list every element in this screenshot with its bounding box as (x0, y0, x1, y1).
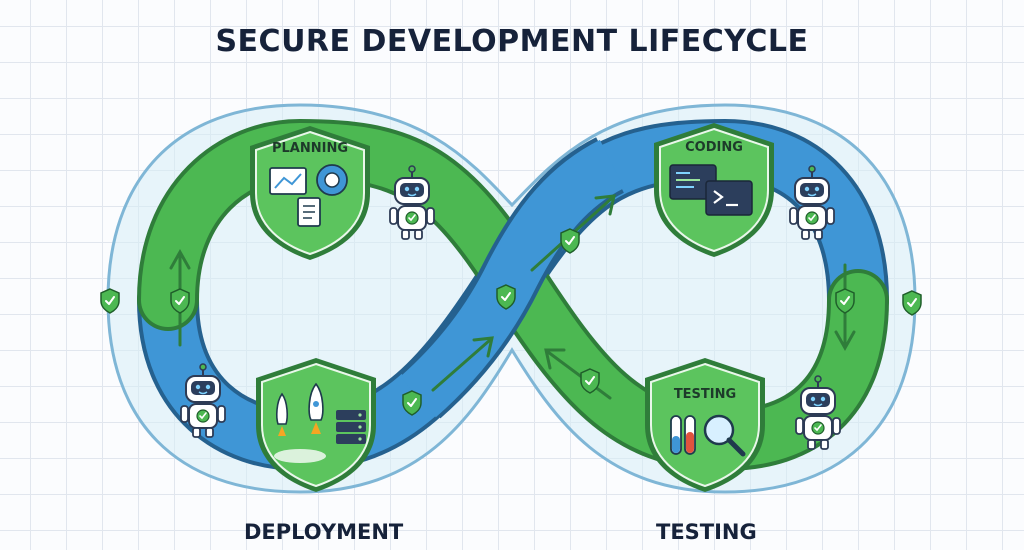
shield-check-icon (902, 290, 922, 316)
document-icon (297, 197, 321, 227)
shield-check-icon (496, 284, 516, 310)
gear-icon (316, 164, 348, 196)
shield-check-icon (560, 228, 580, 254)
testing-caption: TESTING (656, 520, 757, 544)
test-tube-icon (670, 415, 696, 455)
rocket-icon (308, 382, 324, 434)
terminal-icon (705, 180, 753, 216)
arrow-icon (431, 336, 494, 392)
planning-label: PLANNING (272, 141, 348, 156)
coding-stage: CODING (653, 122, 775, 258)
testing-stage: TESTING (644, 357, 766, 493)
shield-check-icon (580, 368, 600, 394)
rocket-icon (276, 392, 288, 436)
deployment-stage (255, 357, 377, 493)
shield-check-icon (170, 288, 190, 314)
server-icon (336, 410, 366, 444)
testing-label: TESTING (674, 387, 736, 402)
planning-stage: PLANNING (249, 125, 371, 261)
arrow-icon (544, 348, 612, 400)
shield-check-icon (100, 288, 120, 314)
code-window-icon (669, 164, 717, 200)
shield-check-icon (835, 288, 855, 314)
page-title: SECURE DEVELOPMENT LIFECYCLE (215, 24, 809, 59)
magnifier-icon (703, 414, 746, 457)
shield-check-icon (402, 390, 422, 416)
deployment-caption: DEPLOYMENT (244, 520, 404, 544)
chart-icon (269, 167, 307, 195)
coding-label: CODING (685, 140, 743, 155)
